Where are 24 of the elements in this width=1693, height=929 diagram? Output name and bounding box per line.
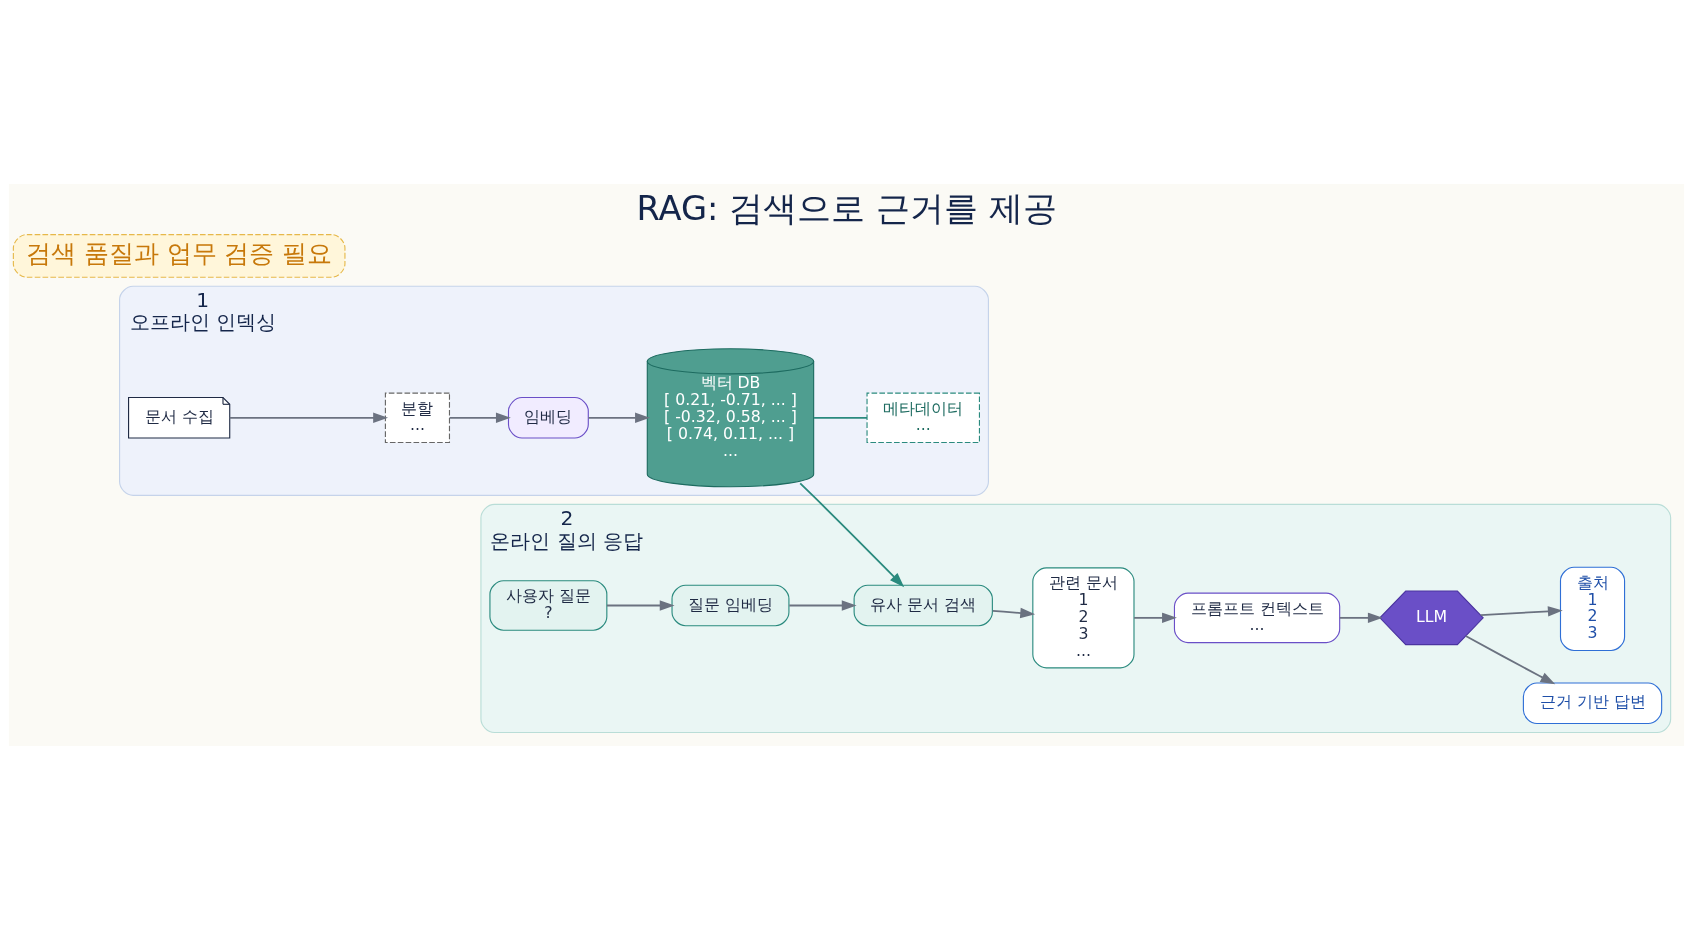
node-box: 근거 기반 답변 [1522, 682, 1663, 724]
node-box: 분할 ... [384, 392, 451, 443]
arrow [1338, 612, 1383, 623]
node-box: 프롬프트 컨텍스트 ... [1173, 592, 1341, 643]
arrow [1479, 605, 1563, 617]
arrow [788, 599, 857, 611]
connector [813, 416, 868, 419]
arrow [606, 599, 675, 611]
node-box: 질문 임베딩 [671, 584, 790, 626]
arrow [799, 481, 905, 587]
diagram-title: RAG: 검색으로 근거를 제공 [636, 188, 1057, 228]
arrow [1464, 634, 1556, 684]
arrow [1133, 612, 1177, 623]
node-box: 임베딩 [507, 396, 589, 439]
node-box: 검색 품질과 업무 검증 필요 [12, 233, 346, 278]
node-box: 관련 문서 1 2 3 ... [1032, 566, 1135, 668]
arrow [448, 412, 511, 423]
node-box: 출처 1 2 3 [1559, 566, 1626, 651]
node-box: 유사 문서 검색 [853, 584, 993, 626]
arrow [991, 607, 1036, 618]
arrow [587, 412, 650, 423]
arrow [228, 412, 388, 423]
node-box: 메타데이터 ... [866, 392, 980, 443]
node-box: 사용자 질문 ? [489, 579, 608, 631]
